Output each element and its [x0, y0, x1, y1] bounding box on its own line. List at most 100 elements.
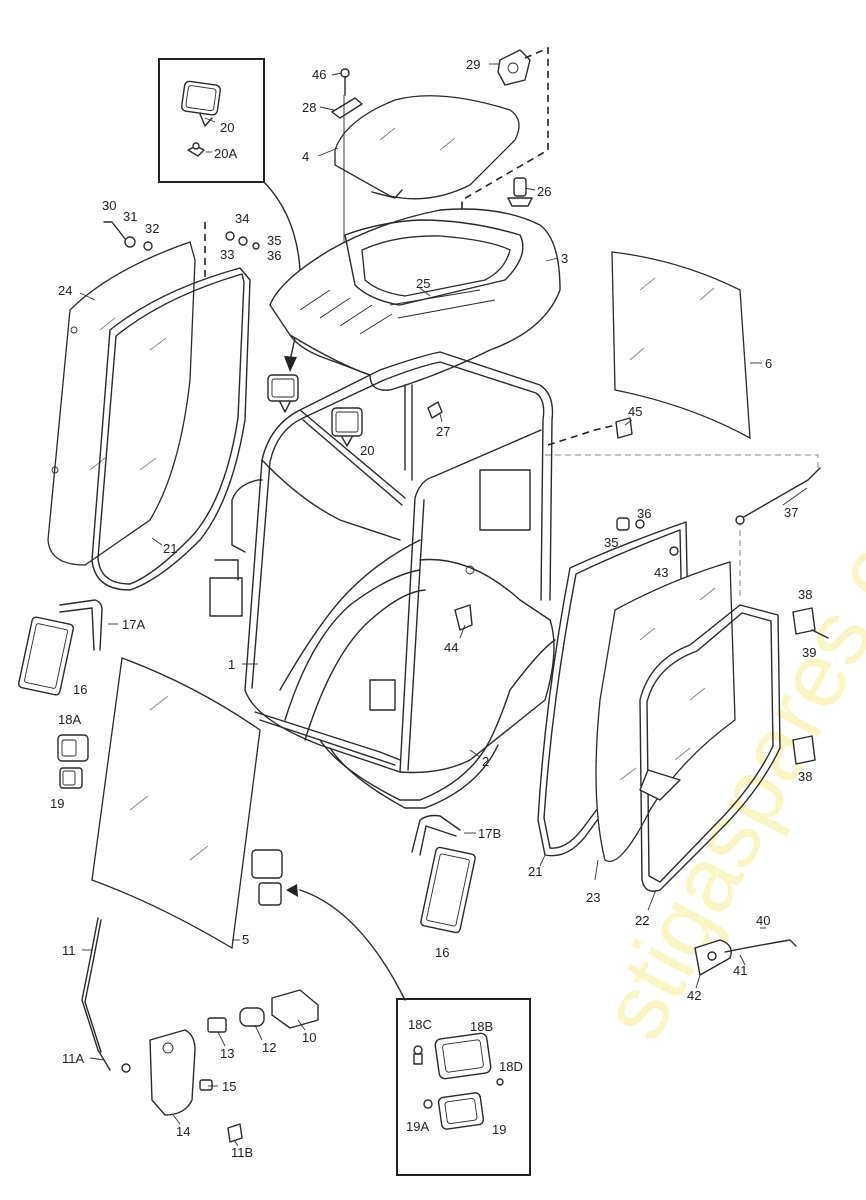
label-20-cab: 20	[360, 443, 374, 458]
part-number-labels: 1 2 3 4 5 6 10 11 11A 11B 12 13 14 15 16…	[50, 57, 816, 1160]
washer-tank-14	[149, 1029, 196, 1116]
label-43: 43	[654, 565, 668, 580]
label-20-inset: 20	[220, 120, 234, 135]
label-30: 30	[102, 198, 116, 213]
dashed-line-37	[545, 454, 819, 470]
fasteners-30-36	[103, 221, 260, 251]
label-36-top: 36	[267, 248, 281, 263]
label-33: 33	[220, 247, 234, 262]
label-19-left: 19	[50, 796, 64, 811]
arrow-head-lights	[286, 884, 298, 897]
label-28: 28	[302, 100, 316, 115]
relay-10	[271, 989, 319, 1029]
label-12: 12	[262, 1040, 276, 1055]
label-45: 45	[628, 404, 642, 419]
label-36-right: 36	[637, 506, 651, 521]
label-32: 32	[145, 221, 159, 236]
label-4: 4	[302, 149, 309, 164]
cab-roof	[269, 208, 561, 391]
label-25: 25	[416, 276, 430, 291]
latch-29	[497, 49, 531, 86]
label-41: 41	[733, 963, 747, 978]
label-38-bottom: 38	[798, 769, 812, 784]
label-18D: 18D	[499, 1059, 523, 1074]
arrow-head	[284, 356, 297, 372]
label-22: 22	[635, 913, 649, 928]
cab-base	[254, 639, 556, 809]
label-10: 10	[302, 1030, 316, 1045]
label-37: 37	[784, 505, 798, 520]
roof-hatch-glass	[334, 95, 520, 200]
hinge-38-top	[792, 607, 816, 635]
label-21-right: 21	[528, 864, 542, 879]
front-glass-5	[91, 657, 261, 950]
mirror-16-right	[411, 814, 476, 934]
label-23: 23	[586, 890, 600, 905]
label-27: 27	[436, 424, 450, 439]
label-11B: 11B	[231, 1145, 253, 1160]
label-18B: 18B	[470, 1019, 493, 1034]
label-21-left: 21	[163, 541, 177, 556]
label-1: 1	[228, 657, 235, 672]
handle-40-41-42	[694, 939, 797, 976]
label-29: 29	[466, 57, 480, 72]
label-17B: 17B	[478, 826, 501, 841]
mirror-16-left	[18, 599, 103, 696]
label-19-inset: 19	[492, 1122, 506, 1137]
washers-35-36	[616, 517, 679, 556]
light-18B-small	[251, 849, 283, 906]
label-2: 2	[482, 754, 489, 769]
leader-lines	[79, 63, 808, 1147]
cab-frame	[209, 351, 555, 774]
arrow-to-lights	[299, 889, 406, 1001]
label-11A: 11A	[62, 1051, 84, 1066]
label-39: 39	[802, 645, 816, 660]
wiper-11	[81, 917, 131, 1073]
label-24: 24	[58, 283, 72, 298]
light-18A	[57, 734, 89, 762]
clip-27	[427, 401, 443, 419]
bracket-44	[454, 604, 473, 631]
label-14: 14	[176, 1124, 190, 1139]
inset-box-work-lamp	[158, 58, 265, 183]
label-26: 26	[537, 184, 551, 199]
label-46: 46	[312, 67, 326, 82]
work-lamp-left	[267, 374, 299, 413]
pump-13	[207, 1017, 227, 1033]
label-13: 13	[220, 1046, 234, 1061]
label-17A: 17A	[122, 617, 145, 632]
seal-21-left	[91, 267, 251, 591]
label-16-left: 16	[73, 682, 87, 697]
label-11: 11	[62, 943, 76, 958]
label-18C: 18C	[408, 1017, 432, 1032]
label-31: 31	[123, 209, 137, 224]
hinge-28	[331, 97, 363, 119]
bolt-39	[811, 629, 829, 639]
connector-26	[507, 177, 533, 207]
label-6: 6	[765, 356, 772, 371]
seal-21-right	[537, 521, 691, 857]
rear-glass-6	[611, 251, 751, 440]
label-40: 40	[756, 913, 770, 928]
label-3: 3	[561, 251, 568, 266]
label-34: 34	[235, 211, 249, 226]
label-35-top: 35	[267, 233, 281, 248]
dashed-line-29	[461, 46, 549, 275]
label-18A: 18A	[58, 712, 81, 727]
label-38-top: 38	[798, 587, 812, 602]
fuse-12	[239, 1007, 265, 1027]
work-lamp-20	[331, 407, 363, 447]
label-44: 44	[444, 640, 458, 655]
side-window-24	[47, 241, 196, 566]
gas-strut-37	[735, 467, 821, 525]
label-16-right: 16	[435, 945, 449, 960]
door-frame-22	[639, 604, 781, 892]
label-42: 42	[687, 988, 701, 1003]
bolt-46	[340, 68, 350, 96]
inset-box-lights	[396, 998, 531, 1176]
bracket-11B	[227, 1123, 243, 1143]
label-35-right: 35	[604, 535, 618, 550]
light-19-left	[59, 767, 83, 789]
hinge-38-bottom	[792, 735, 816, 765]
